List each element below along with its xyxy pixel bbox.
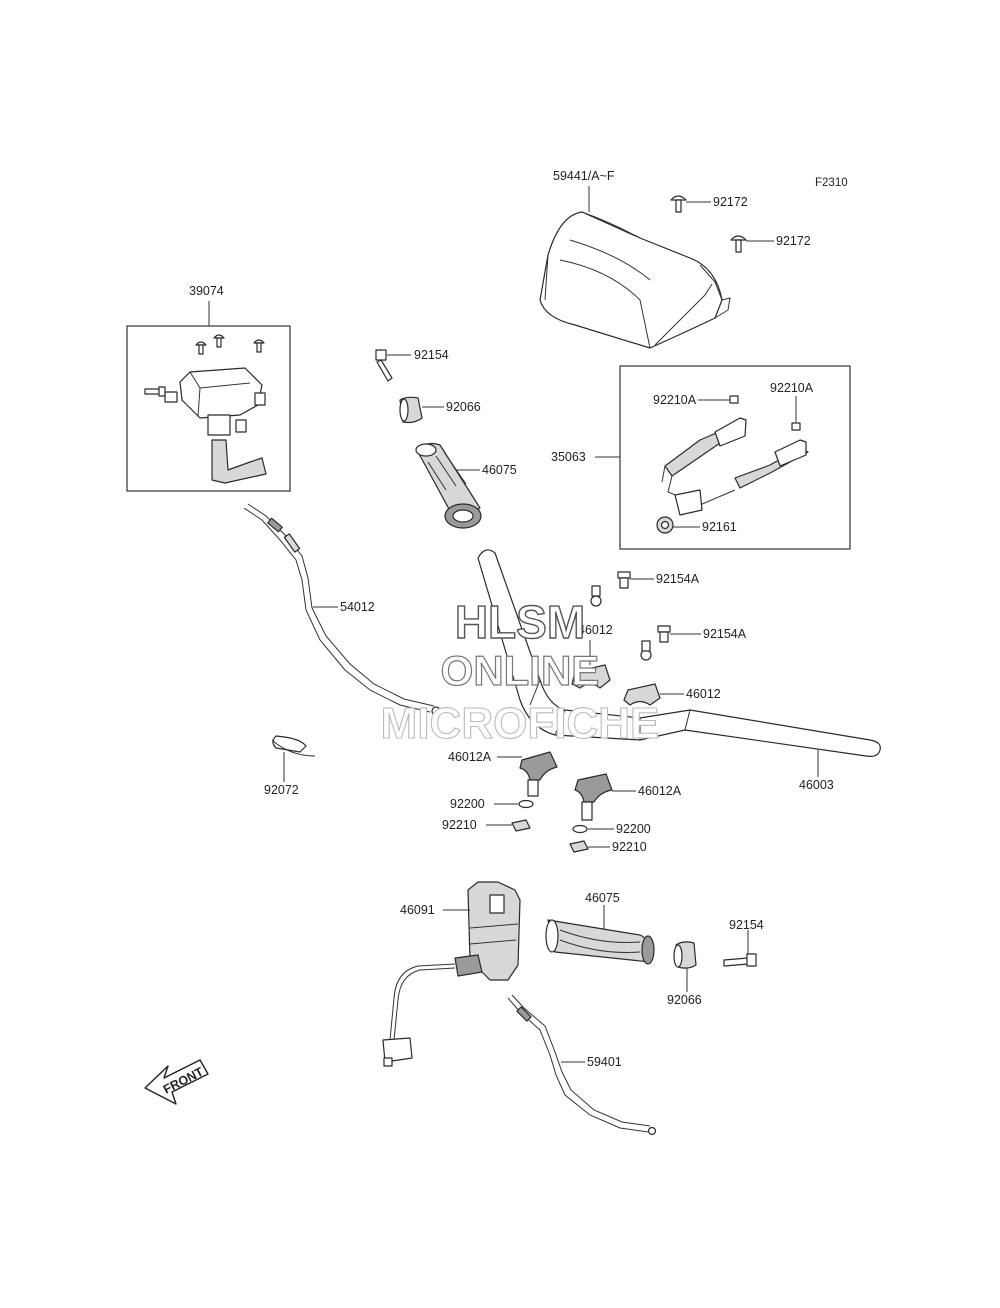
throttle-assembly-part[interactable]: [144, 334, 267, 484]
nut-92210-right[interactable]: [569, 840, 589, 853]
label-cable-lower: 59401: [587, 1055, 622, 1069]
label-holder-right: 46012A: [638, 784, 682, 798]
washer-92200-left[interactable]: [518, 799, 534, 809]
label-throttle-cable: 54012: [340, 600, 375, 614]
nut-92210-left[interactable]: [511, 819, 531, 832]
watermark-line-3: MICROFICHE: [381, 699, 660, 748]
bracket-assembly-part[interactable]: [656, 395, 809, 534]
bolt-92154-upper[interactable]: [375, 349, 393, 382]
figure-code: F2310: [815, 177, 848, 189]
label-nut-right: 92210: [612, 840, 647, 854]
label-band: 92072: [264, 783, 299, 797]
label-bracket-bolt-right: 92210A: [770, 381, 814, 395]
windshield-part[interactable]: [539, 211, 731, 349]
label-bolt-lower: 92154: [729, 918, 764, 932]
watermark-line-1: HLSM: [455, 596, 585, 648]
label-weight-upper: 92066: [446, 400, 481, 414]
label-bracket-assembly: 35063: [551, 450, 586, 464]
bolt-92154-lower[interactable]: [723, 953, 757, 967]
weight-92066-upper[interactable]: [399, 396, 423, 424]
label-bracket-bolt-left: 92210A: [653, 393, 697, 407]
clamp-46012-b[interactable]: [623, 683, 661, 706]
washer-92200-right[interactable]: [572, 824, 588, 834]
holder-46012a-right[interactable]: [574, 773, 613, 821]
clamp-46012-a[interactable]: [571, 664, 611, 689]
label-nut-left: 92210: [442, 818, 477, 832]
label-weight-lower: 92066: [667, 993, 702, 1007]
label-throttle-assembly: 39074: [189, 284, 224, 298]
grip-46075-lower[interactable]: [545, 919, 655, 965]
grip-46075-upper[interactable]: [415, 442, 482, 529]
label-handlebar: 46003: [799, 778, 834, 792]
label-screw-top-1: 92172: [713, 195, 748, 209]
watermark: HLSM ONLINE MICROFICHE: [380, 595, 660, 748]
clamp-bolt-92154a-a[interactable]: [590, 571, 631, 607]
throttle-assembly-box: [126, 325, 291, 492]
switch-housing-46091[interactable]: [382, 881, 521, 1067]
label-washer-left: 92200: [450, 797, 485, 811]
holder-46012a-left[interactable]: [519, 751, 558, 797]
label-grip-upper: 46075: [482, 463, 517, 477]
clamp-bolt-92154a-b[interactable]: [640, 625, 671, 661]
label-bracket-nut: 92161: [702, 520, 737, 534]
label-switch-housing: 46091: [400, 903, 435, 917]
label-bolt-a-2: 92154A: [703, 627, 747, 641]
cable-59401[interactable]: [507, 994, 657, 1136]
band-92072[interactable]: [271, 735, 316, 757]
handlebar-46003[interactable]: [477, 549, 881, 757]
label-washer-right: 92200: [616, 822, 651, 836]
label-clamp-upper-2: 46012: [686, 687, 721, 701]
label-holder-left: 46012A: [448, 750, 492, 764]
screw-92172-b[interactable]: [730, 235, 747, 253]
label-bolt-upper: 92154: [414, 348, 449, 362]
label-screw-top-2: 92172: [776, 234, 811, 248]
watermark-line-2: ONLINE: [441, 647, 600, 694]
front-direction-arrow: FRONT: [144, 1059, 209, 1105]
screw-92172-a[interactable]: [670, 195, 687, 213]
throttle-cable-54012[interactable]: [243, 503, 441, 716]
label-clamp-upper-1: 46012: [578, 623, 613, 637]
weight-92066-lower[interactable]: [673, 941, 697, 969]
label-grip-lower: 46075: [585, 891, 620, 905]
label-windshield: 59441/A~F: [553, 169, 615, 183]
label-bolt-a-1: 92154A: [656, 572, 700, 586]
